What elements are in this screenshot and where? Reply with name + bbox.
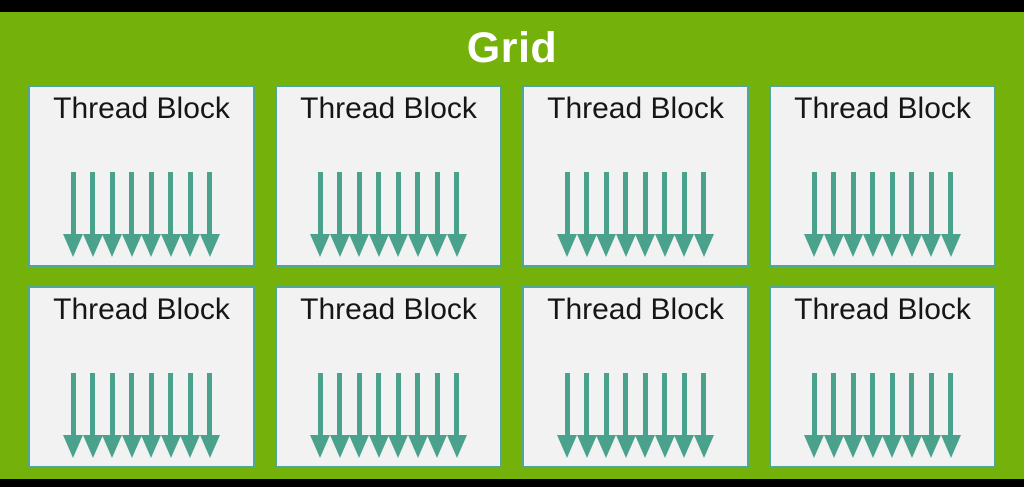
- thread-arrow-icon: [576, 172, 597, 257]
- thread-arrow-icon: [407, 172, 428, 257]
- thread-block-label: Thread Block: [300, 92, 477, 125]
- thread-arrow-icon: [446, 172, 467, 257]
- thread-arrow-icon: [693, 373, 714, 458]
- thread-arrows: [310, 373, 467, 458]
- thread-block: Thread Block: [28, 286, 255, 468]
- thread-arrow-icon: [843, 172, 864, 257]
- thread-block-label: Thread Block: [547, 293, 724, 326]
- thread-arrow-icon: [349, 172, 370, 257]
- thread-block: Thread Block: [275, 286, 502, 468]
- thread-arrow-icon: [199, 172, 220, 257]
- thread-arrow-icon: [310, 172, 331, 257]
- thread-arrow-icon: [882, 172, 903, 257]
- thread-arrow-icon: [901, 172, 922, 257]
- bottom-black-bar: [0, 479, 1024, 487]
- thread-arrow-icon: [615, 373, 636, 458]
- thread-arrows: [557, 373, 714, 458]
- thread-arrows: [804, 172, 961, 257]
- thread-arrow-icon: [804, 172, 825, 257]
- thread-arrow-icon: [862, 172, 883, 257]
- thread-arrow-icon: [427, 373, 448, 458]
- thread-arrow-icon: [635, 373, 656, 458]
- thread-arrow-icon: [329, 172, 350, 257]
- thread-block: Thread Block: [522, 85, 749, 267]
- thread-arrow-icon: [674, 172, 695, 257]
- thread-arrow-icon: [180, 172, 201, 257]
- thread-block: Thread Block: [275, 85, 502, 267]
- thread-arrow-icon: [862, 373, 883, 458]
- thread-arrow-icon: [329, 373, 350, 458]
- thread-arrow-icon: [63, 373, 84, 458]
- thread-arrow-icon: [160, 172, 181, 257]
- top-black-bar: [0, 0, 1024, 12]
- thread-arrow-icon: [576, 373, 597, 458]
- thread-block: Thread Block: [769, 286, 996, 468]
- thread-block-label: Thread Block: [300, 293, 477, 326]
- thread-block: Thread Block: [522, 286, 749, 468]
- thread-arrow-icon: [349, 373, 370, 458]
- thread-arrow-icon: [121, 373, 142, 458]
- thread-block-label: Thread Block: [794, 92, 971, 125]
- thread-arrow-icon: [102, 373, 123, 458]
- thread-arrow-icon: [121, 172, 142, 257]
- thread-arrow-icon: [654, 373, 675, 458]
- thread-arrows: [63, 172, 220, 257]
- thread-arrow-icon: [635, 172, 656, 257]
- thread-arrow-icon: [940, 373, 961, 458]
- thread-arrow-icon: [674, 373, 695, 458]
- thread-arrow-icon: [557, 172, 578, 257]
- thread-arrow-icon: [921, 373, 942, 458]
- thread-arrow-icon: [82, 373, 103, 458]
- thread-arrow-icon: [388, 172, 409, 257]
- thread-arrow-icon: [557, 373, 578, 458]
- thread-block: Thread Block: [28, 85, 255, 267]
- thread-arrow-icon: [654, 172, 675, 257]
- thread-arrow-icon: [407, 373, 428, 458]
- thread-arrows: [310, 172, 467, 257]
- thread-block-label: Thread Block: [794, 293, 971, 326]
- thread-arrows: [63, 373, 220, 458]
- thread-arrow-icon: [388, 373, 409, 458]
- thread-arrow-icon: [901, 373, 922, 458]
- thread-arrow-icon: [199, 373, 220, 458]
- thread-arrow-icon: [804, 373, 825, 458]
- thread-arrow-icon: [843, 373, 864, 458]
- thread-block-label: Thread Block: [53, 293, 230, 326]
- thread-arrow-icon: [427, 172, 448, 257]
- thread-arrow-icon: [596, 373, 617, 458]
- thread-arrow-icon: [141, 373, 162, 458]
- thread-arrow-icon: [310, 373, 331, 458]
- thread-block-label: Thread Block: [547, 92, 724, 125]
- thread-arrow-icon: [63, 172, 84, 257]
- thread-arrow-icon: [823, 172, 844, 257]
- thread-arrow-icon: [446, 373, 467, 458]
- thread-arrow-icon: [940, 172, 961, 257]
- thread-arrow-icon: [368, 373, 389, 458]
- thread-arrow-icon: [160, 373, 181, 458]
- thread-block-label: Thread Block: [53, 92, 230, 125]
- thread-arrow-icon: [180, 373, 201, 458]
- thread-block: Thread Block: [769, 85, 996, 267]
- thread-arrow-icon: [596, 172, 617, 257]
- thread-arrows: [804, 373, 961, 458]
- thread-arrow-icon: [82, 172, 103, 257]
- thread-arrow-icon: [102, 172, 123, 257]
- thread-arrows: [557, 172, 714, 257]
- thread-arrow-icon: [921, 172, 942, 257]
- thread-arrow-icon: [882, 373, 903, 458]
- thread-arrow-icon: [368, 172, 389, 257]
- thread-arrow-icon: [823, 373, 844, 458]
- thread-arrow-icon: [141, 172, 162, 257]
- thread-arrow-icon: [615, 172, 636, 257]
- thread-arrow-icon: [693, 172, 714, 257]
- grid-title: Grid: [466, 24, 558, 72]
